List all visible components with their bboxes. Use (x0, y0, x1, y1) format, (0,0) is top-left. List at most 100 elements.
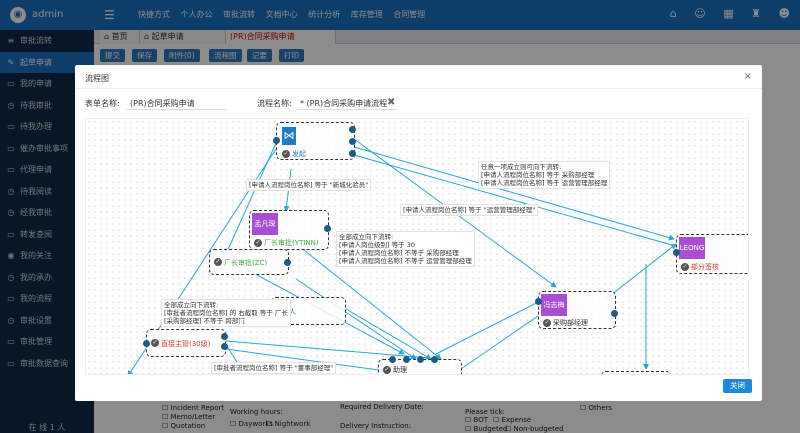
dialog-title: 流程图 (85, 74, 109, 83)
working-hours-label: Working hours: (230, 408, 283, 416)
node-label: 部分签核 (691, 263, 719, 271)
check-icon: ✓ (254, 239, 262, 247)
toolbar: 提交 保存 附件(0) 流程图 记要 打印 (94, 46, 800, 64)
flow-name-value: * (PR)合同采购申请流程 (300, 99, 388, 108)
node-port (535, 298, 542, 305)
node-port (324, 225, 331, 232)
node-label: 直接主管(30级) (161, 340, 211, 348)
check-icon: ✓ (383, 366, 391, 374)
condition-label: [审批者流程岗位名称] 等于 "董事部经理" (211, 362, 337, 374)
node-port (389, 356, 396, 363)
flowchart-canvas: ⋈ ✓ 发起 孟凡琛 ✓ 厂长审批(YTINN) ✓ 厂长审批(ZC) 签核人 (85, 118, 749, 375)
memo-label: ☐ Memo/Letter (162, 413, 216, 421)
notes-button[interactable]: 记要 (247, 49, 272, 62)
shirt-icon[interactable]: ♜ (751, 7, 762, 20)
print-button[interactable]: 打印 (279, 49, 304, 62)
form-name-label: 表单名称: (85, 99, 120, 108)
clock-icon: ◷ (7, 315, 15, 325)
bot-checkbox[interactable]: ☐ BOT (465, 416, 488, 424)
sidebar-item-my-flows[interactable]: ▭我的流程 (0, 288, 94, 310)
users-icon[interactable]: ☺ (694, 7, 706, 20)
close-button[interactable]: 关闭 (723, 379, 752, 393)
node-label: 厂长审批(YTINN) (264, 239, 319, 247)
doc-icon: ▭ (7, 165, 15, 174)
node-port (349, 138, 356, 145)
check-icon: ✓ (214, 258, 222, 266)
sidebar-item-draft[interactable]: ✎起草申请 (0, 51, 94, 73)
sidebar-item-manage[interactable]: ▭审批管理 (0, 331, 94, 353)
sidebar-item-follow[interactable]: ◉我的关注 (0, 245, 94, 267)
flow-node-supervisor[interactable]: ✓ 直接主管(30级) (143, 329, 228, 357)
sidebar-item-pending-approval[interactable]: ◷待我审批 (0, 95, 94, 117)
check-icon: ✓ (681, 263, 689, 271)
top-bar: ◉ admin ☰ 快捷方式 个人办公 审批流转 文档中心 统计分析 库存管理 … (0, 0, 800, 30)
clear-icon[interactable]: ✖ (387, 97, 396, 108)
doc-icon: ▭ (7, 229, 15, 239)
quotation-label: ☐ Quotation (162, 422, 206, 430)
sidebar-item-query[interactable]: ▭审批数据查询 (0, 353, 94, 375)
nav-item-shortcuts[interactable]: 快捷方式 (138, 10, 170, 19)
home-icon[interactable]: ⌂ (669, 7, 677, 20)
doc-icon: ▭ (7, 337, 15, 346)
non-budgeted-checkbox[interactable]: ☐ Non-budgeted (505, 425, 564, 433)
home-icon: ⌂ (104, 32, 110, 41)
flow-node-partial[interactable] (601, 371, 671, 374)
user-icon[interactable]: ☻ (778, 7, 790, 20)
connector-line (353, 146, 675, 241)
divider (127, 109, 227, 110)
menu-toggle-icon[interactable]: ☰ (104, 8, 115, 22)
sidebar-item-approval[interactable]: ≡审批流转 (0, 30, 94, 52)
condition-label: [申请人流程岗位名称] 等于 "运营管理部经理" (400, 204, 539, 216)
nav-item-inventory[interactable]: 库存管理 (350, 10, 383, 19)
sidebar-item-settings[interactable]: ◷审批设置 (0, 310, 94, 332)
app-logo-icon: ◉ (10, 7, 26, 23)
apps-icon[interactable]: ▦ (723, 7, 734, 20)
please-tick-label: Please tick: (465, 408, 505, 416)
connector-line (605, 243, 677, 300)
sidebar-item-proxy[interactable]: ▭代理申请 (0, 159, 94, 181)
clock-icon: ◷ (7, 100, 15, 110)
nav-item-contract[interactable]: 合同管理 (393, 10, 426, 19)
condition-label: 任意一项成立则可向下流转: [申请人流程岗位名称] 等于 采购部经理 [申请人流… (478, 161, 611, 189)
nav-item-stats[interactable]: 统计分析 (308, 10, 341, 19)
sidebar-item-my-requests[interactable]: ▭我的申请 (0, 73, 94, 95)
online-count: 在 线 1 人 (28, 423, 66, 432)
edit-icon: ✎ (7, 57, 15, 67)
nav-item-docs[interactable]: 文档中心 (265, 10, 298, 19)
node-port (273, 137, 280, 144)
submit-button[interactable]: 提交 (100, 49, 125, 62)
sidebar-item-to-read[interactable]: ◷待我阅读 (0, 181, 94, 203)
tab-purchase-request[interactable]: (PR)合同采购申请 (226, 30, 336, 44)
others-checkbox[interactable]: ☐ Others (580, 404, 613, 412)
connector-line (225, 142, 277, 255)
flow-node-factory-approval-zc[interactable]: ✓ 厂长审批(ZC) (209, 249, 291, 275)
sidebar-item-forward[interactable]: ▭转发查阅 (0, 224, 94, 246)
connector-line (295, 278, 417, 360)
divider (297, 109, 397, 110)
flow-node-purchase-manager[interactable]: 冯志梅 ✓ 采购部经理 (535, 291, 618, 329)
sidebar-item-approved[interactable]: ◷经我审批 (0, 202, 94, 224)
nav-item-office[interactable]: 个人办公 (180, 10, 213, 19)
attachment-button[interactable]: 附件(0) (164, 49, 200, 62)
flow-node-start[interactable]: ⋈ ✓ 发起 (273, 122, 356, 160)
sidebar-item-undertake[interactable]: ◷我的承办 (0, 267, 94, 289)
flow-node-factory-approval[interactable]: 孟凡琛 ✓ 厂长审批(YTINN) (249, 210, 331, 250)
nightwork-checkbox[interactable]: ☐ Nightwork (266, 420, 311, 428)
sidebar-item-urge[interactable]: ▭催办审批事项 (0, 138, 94, 160)
background-form: ☐ Incident Report ☐ Memo/Letter ☐ Quotat… (150, 398, 800, 433)
sidebar-item-pending-handle[interactable]: ▭待我办理 (0, 116, 94, 138)
flow-node-assistant[interactable]: ✓ 助理 (378, 356, 462, 374)
tab-draft[interactable]: ⌂ 起草申请 (140, 30, 226, 44)
expense-checkbox[interactable]: ☐ Expense (493, 416, 532, 424)
flow-node-operation-signoff[interactable]: LEONG ✓ 部分签核 (673, 234, 748, 274)
tab-home[interactable]: ⌂ 首页 (100, 30, 140, 44)
connector-line (225, 348, 387, 374)
flowchart-button[interactable]: 流程图 (209, 49, 242, 62)
close-icon[interactable]: × (743, 71, 752, 82)
save-button[interactable]: 保存 (132, 49, 157, 62)
connector-line (353, 154, 687, 251)
nav-item-approval[interactable]: 审批流转 (223, 10, 256, 19)
node-avatar: LEONG (679, 237, 705, 259)
dayworks-checkbox[interactable]: ☐ Dayworks (230, 420, 273, 428)
budgeted-checkbox[interactable]: ☐ Budgeted (465, 425, 508, 433)
